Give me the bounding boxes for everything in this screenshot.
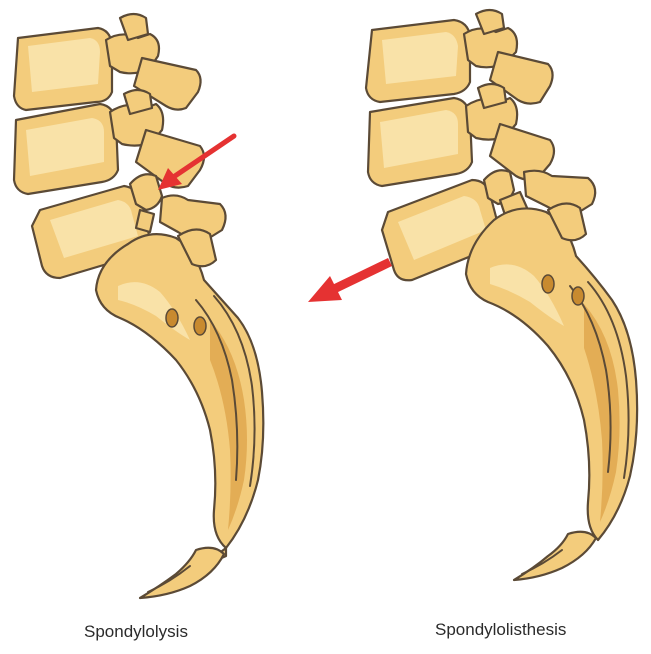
right-coccyx xyxy=(514,532,596,580)
right-sacrum xyxy=(466,203,637,540)
caption-spondylolysis: Spondylolysis xyxy=(84,622,188,642)
right-spine xyxy=(366,10,637,580)
right-vertebra-l3 xyxy=(366,10,553,104)
left-coccyx xyxy=(140,548,226,598)
progression-arrow xyxy=(308,262,390,302)
left-spine xyxy=(14,14,263,598)
caption-spondylolisthesis: Spondylolisthesis xyxy=(435,620,566,640)
left-vertebra-l3 xyxy=(14,14,201,110)
left-sacrum xyxy=(96,229,263,548)
